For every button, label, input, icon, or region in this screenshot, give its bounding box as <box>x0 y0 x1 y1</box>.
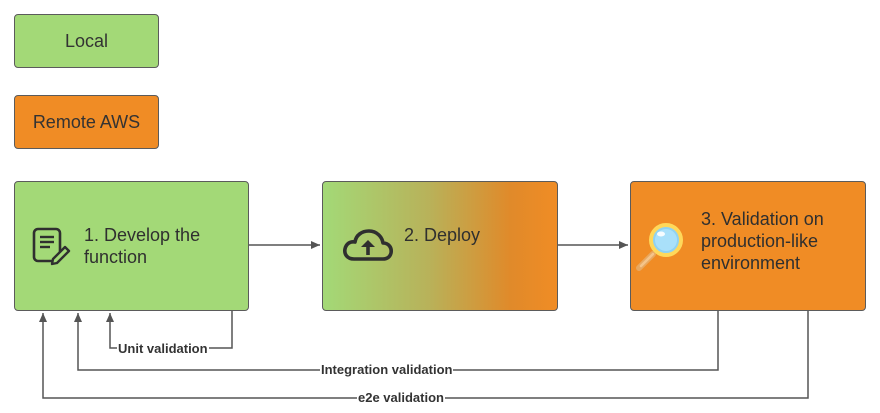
legend-remote-label: Remote AWS <box>32 111 141 132</box>
cloud-upload-icon <box>342 228 394 264</box>
step-validate-label: 3. Validation on production-like environ… <box>701 209 824 273</box>
step-develop-label: 1. Develop the function <box>84 225 201 267</box>
unit-validation-label: Unit validation <box>117 341 209 356</box>
e2e-validation-label: e2e validation <box>357 390 445 405</box>
legend-local-box: Local <box>14 14 159 68</box>
integration-validation-label: Integration validation <box>320 362 454 377</box>
step-validate-box: 3. Validation on production-like environ… <box>630 181 866 311</box>
magnifier-icon <box>633 220 687 274</box>
legend-local-label: Local <box>64 30 109 51</box>
step-deploy-label: 2. Deploy <box>404 225 481 245</box>
document-edit-icon <box>31 226 71 266</box>
step-develop-box: 1. Develop the function <box>14 181 249 311</box>
legend-remote-box: Remote AWS <box>14 95 159 149</box>
step-deploy-box: 2. Deploy <box>322 181 558 311</box>
